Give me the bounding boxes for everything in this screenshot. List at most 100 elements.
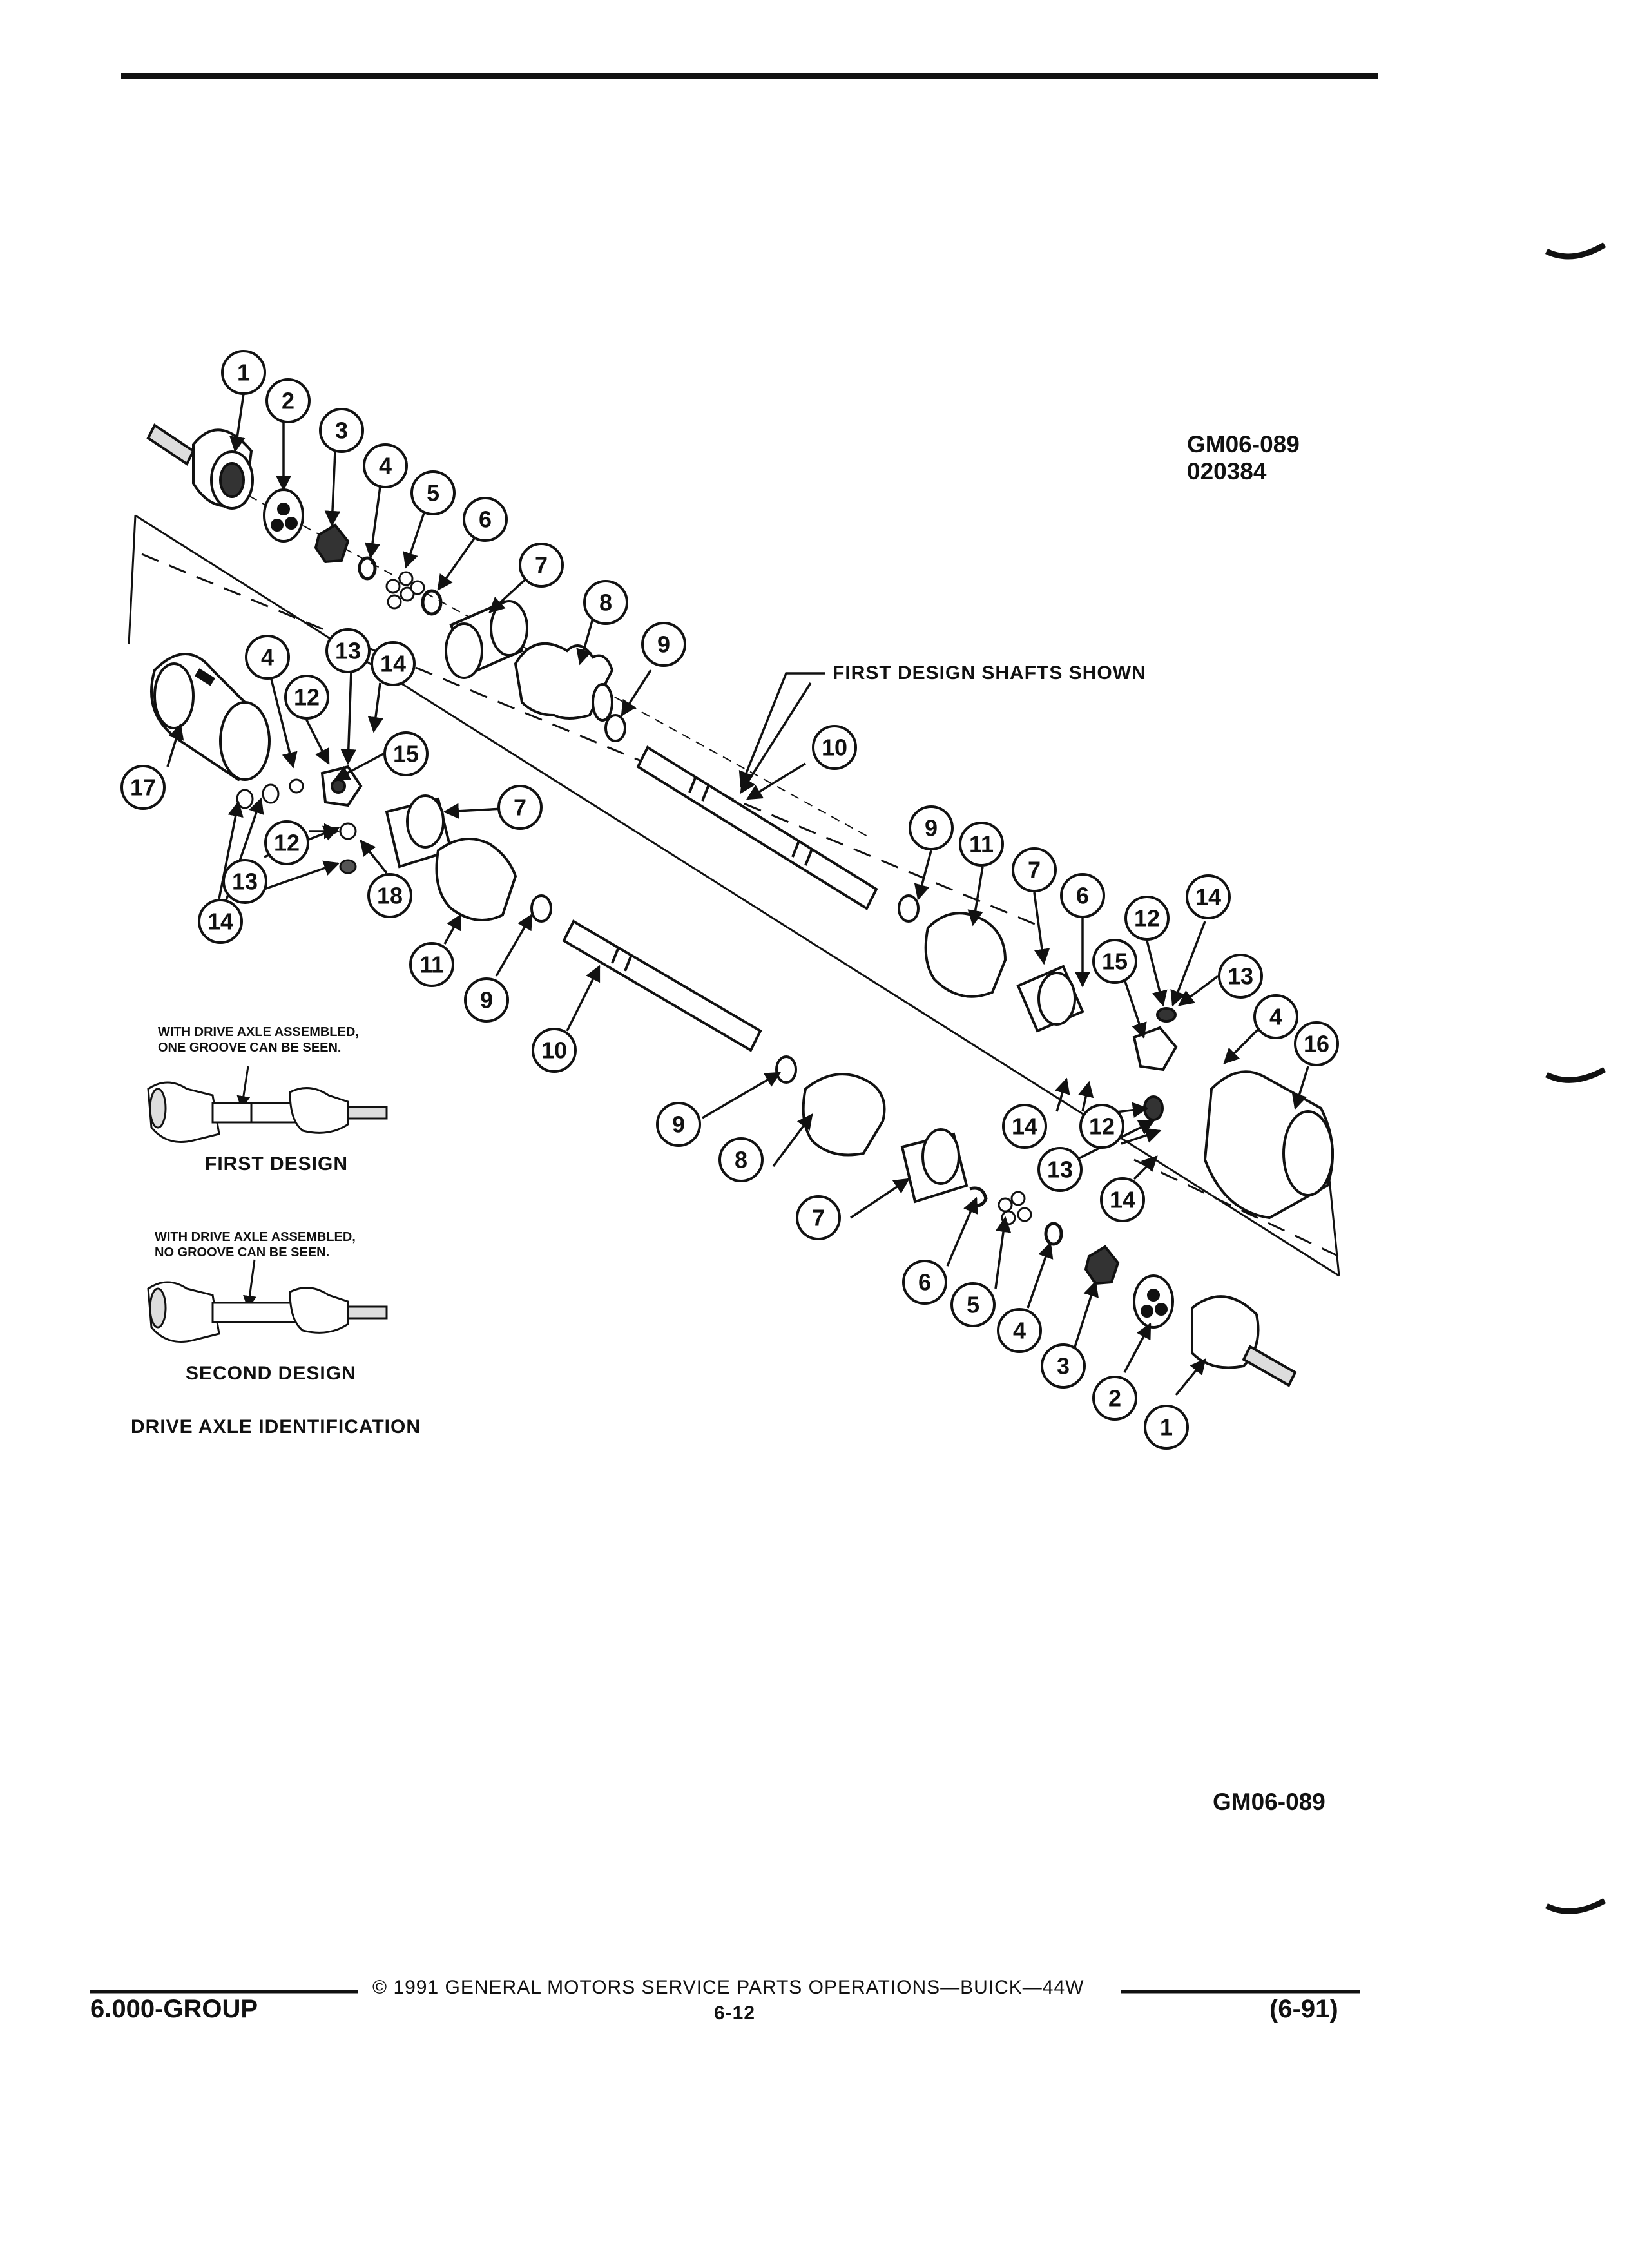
revision-label: (6-91) [1269,1995,1338,2023]
callout-7c: 7 [1012,847,1057,892]
svg-text:7: 7 [1028,857,1041,883]
page-number: 6-12 [714,2003,756,2024]
seal-retainer-right [1016,965,1084,1033]
callout-18: 18 [367,873,412,918]
callout-12d: 12 [1079,1104,1124,1149]
svg-text:17: 17 [130,774,156,801]
svg-text:9: 9 [925,815,938,841]
callout-6: 6 [463,497,508,542]
seal-retainer-upper [445,600,528,679]
svg-text:13: 13 [232,869,258,895]
binder-mark-2 [1545,1067,1606,1083]
inner-race-lower [1084,1245,1120,1285]
svg-text:3: 3 [1057,1353,1070,1379]
first-design-caption: FIRST DESIGN [205,1153,349,1175]
svg-text:14: 14 [1012,1113,1037,1140]
svg-text:12: 12 [294,684,320,711]
callout-15b: 15 [1092,939,1137,984]
callout-4: 4 [363,443,408,488]
id-leaders [236,1066,256,1310]
callout-5: 5 [410,470,456,515]
svg-text:13: 13 [1047,1157,1073,1183]
first-design-note-line1: WITH DRIVE AXLE ASSEMBLED, [158,1025,359,1039]
boot-left [435,838,517,921]
svg-text:5: 5 [427,480,439,506]
retaining-ring-upper [421,589,443,616]
boot-clamp-left [530,894,552,923]
boot-clamp-lower [775,1055,797,1084]
callout-14c: 14 [1186,874,1231,919]
axle-shaft-upper [636,745,878,910]
callout-7: 7 [519,543,564,588]
callout-3: 3 [319,408,364,453]
callout-14e: 14 [1100,1177,1145,1222]
svg-text:9: 9 [657,631,670,658]
second-design-thumbnail [147,1281,388,1343]
callout-14: 14 [371,641,416,686]
callout-1b: 1 [1144,1405,1189,1450]
svg-text:4: 4 [261,644,274,671]
callout-9b: 9 [464,977,509,1023]
svg-text:14: 14 [207,908,233,935]
cage-lower [1133,1274,1174,1329]
boot-lower [802,1073,886,1157]
copyright-line: © 1991 GENERAL MOTORS SERVICE PARTS OPER… [372,1977,1084,1998]
outer-cv-joint-housing-lower [1191,1295,1297,1387]
svg-text:7: 7 [535,552,548,579]
ball-set-lower [998,1191,1032,1225]
seal-retainer-left [385,794,453,869]
first-design-shafts-label: FIRST DESIGN SHAFTS SHOWN [833,662,1146,684]
callout-4b: 4 [245,635,290,680]
spider-left [320,765,363,807]
callout-15: 15 [383,731,429,776]
tripot-housing-left [150,653,271,782]
callout-13b: 13 [222,859,267,904]
callout-8b: 8 [718,1137,764,1182]
svg-text:6: 6 [1076,883,1089,909]
svg-text:10: 10 [541,1037,567,1064]
boot-clamp-upper [604,714,626,742]
figure-code-bottom: GM06-089 [1213,1789,1325,1815]
svg-text:4: 4 [379,453,392,479]
svg-text:14: 14 [1110,1187,1135,1213]
callout-11: 11 [409,942,454,987]
callout-3b: 3 [1041,1343,1086,1389]
binder-mark-3 [1545,1898,1606,1914]
svg-text:15: 15 [1102,948,1128,975]
svg-text:13: 13 [1228,963,1253,990]
callout-14b: 14 [198,899,243,944]
svg-text:10: 10 [822,735,847,761]
svg-text:14: 14 [1195,884,1221,910]
leader-arrows [166,393,1309,1396]
svg-text:12: 12 [1134,905,1160,932]
callout-16: 16 [1294,1021,1339,1066]
callout-4c: 4 [1253,994,1298,1039]
boot-upper [514,642,614,722]
second-design-note-line1: WITH DRIVE AXLE ASSEMBLED, [155,1230,356,1244]
callout-9d: 9 [656,1102,701,1147]
cage-upper [263,488,304,543]
svg-text:11: 11 [419,952,444,978]
svg-text:9: 9 [672,1111,685,1138]
callout-8: 8 [583,580,628,625]
svg-text:14: 14 [380,651,406,677]
svg-text:6: 6 [918,1269,931,1296]
callout-1: 1 [221,350,266,395]
callout-2: 2 [265,378,311,423]
svg-text:16: 16 [1304,1031,1329,1057]
callout-9c: 9 [909,805,954,850]
snap-ring-lower [1044,1222,1063,1246]
svg-text:7: 7 [812,1205,825,1231]
svg-text:7: 7 [514,794,526,821]
group-label: 6.000-GROUP [90,1995,258,2023]
snap-ring-upper [358,556,377,581]
svg-text:1: 1 [1160,1414,1173,1441]
svg-text:11: 11 [969,831,994,858]
svg-text:9: 9 [480,987,493,1014]
callout-13c: 13 [1218,954,1263,999]
inner-race-upper [314,523,350,564]
svg-text:15: 15 [393,741,419,767]
retaining-ring-lower [969,1186,988,1207]
callout-7d: 7 [796,1195,841,1240]
